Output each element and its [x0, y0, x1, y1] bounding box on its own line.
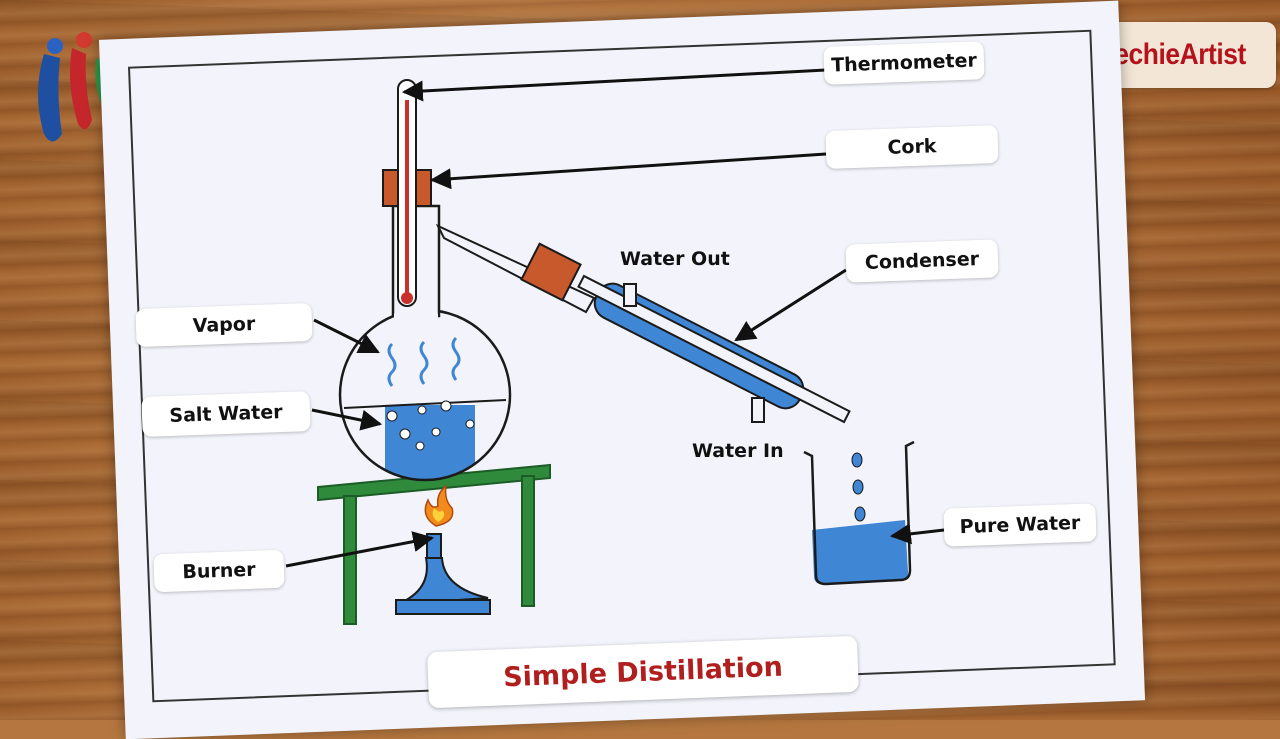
beaker-shape: [803, 440, 915, 586]
label-salt-water-text: Salt Water: [169, 401, 283, 427]
label-condenser: Condenser: [845, 239, 999, 283]
label-burner: Burner: [153, 549, 285, 593]
pointer-arrows: [285, 68, 945, 568]
label-burner-text: Burner: [182, 558, 256, 584]
condenser-shape: [577, 274, 851, 424]
flame-icon: [424, 484, 454, 527]
label-condenser-text: Condenser: [864, 248, 980, 274]
label-cork-text: Cork: [887, 135, 937, 159]
label-water-in: Water In: [692, 440, 784, 462]
label-cork: Cork: [825, 125, 999, 169]
label-pure-water: Pure Water: [943, 503, 1097, 547]
burner-shape: [395, 533, 491, 615]
distillation-diagram: [285, 68, 945, 625]
label-vapor: Vapor: [135, 302, 313, 348]
label-thermometer-text: Thermometer: [830, 49, 978, 77]
label-vapor-text: Vapor: [192, 312, 256, 338]
salt-water-bubbles: [386, 400, 475, 451]
label-pure-water-text: Pure Water: [959, 511, 1081, 539]
page-title: Simple Distillation: [502, 651, 784, 693]
label-water-out-text: Water Out: [620, 248, 730, 270]
label-thermometer: Thermometer: [823, 41, 985, 85]
vapor-waves: [387, 336, 461, 387]
label-salt-water: Salt Water: [141, 391, 311, 437]
delivery-tube: [435, 223, 596, 314]
tripod-stand: [317, 463, 551, 625]
thermometer-shape: [397, 79, 417, 307]
water-drops: [851, 452, 866, 522]
label-water-out: Water Out: [620, 248, 730, 270]
label-water-in-text: Water In: [692, 440, 784, 462]
